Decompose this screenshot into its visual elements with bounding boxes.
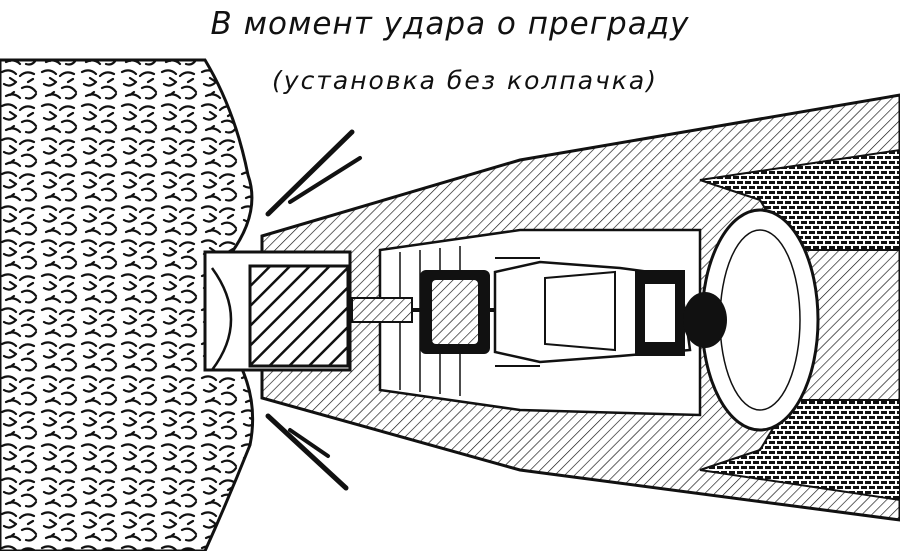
figure-subtitle: (установка без колпачка) — [272, 66, 658, 95]
impact-lines — [265, 129, 362, 491]
explosive-charge — [699, 148, 900, 502]
figure-title: В момент удара о преграду — [210, 6, 690, 42]
firing-plug — [203, 250, 352, 372]
detonator-cap — [420, 270, 490, 354]
primer-assembly — [493, 257, 727, 367]
